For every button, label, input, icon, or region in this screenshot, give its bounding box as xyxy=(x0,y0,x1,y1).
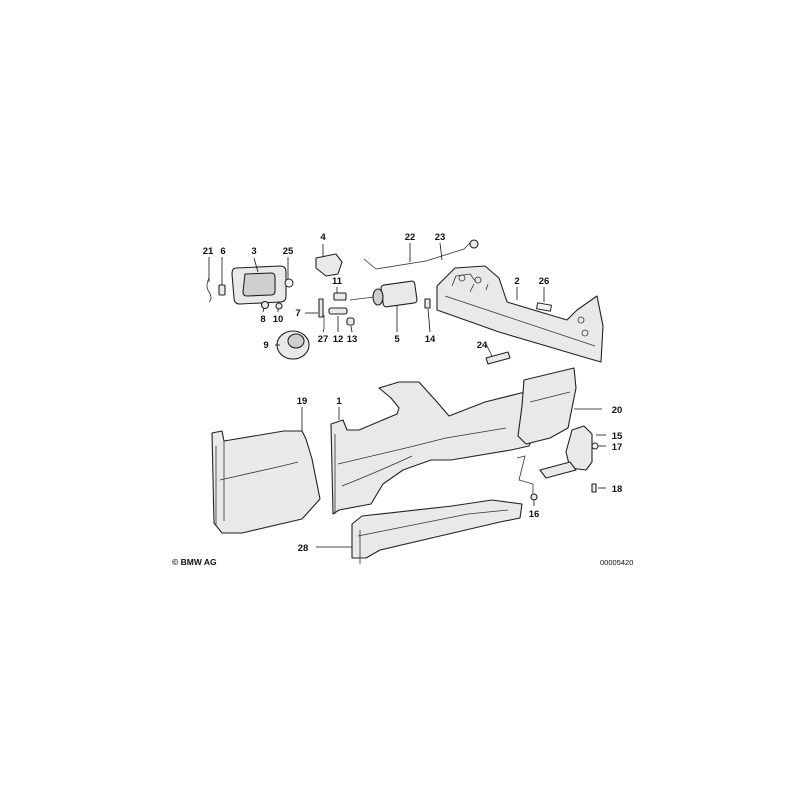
callout-6: 6 xyxy=(220,246,225,257)
fuel-filler-hardware-group xyxy=(206,239,479,360)
part-15-bracket xyxy=(565,425,593,471)
part-16-wire xyxy=(516,455,534,500)
callout-2: 2 xyxy=(514,276,519,287)
part-28-sill-trim xyxy=(351,499,523,564)
callout-21: 21 xyxy=(203,246,214,257)
callout-14: 14 xyxy=(425,334,436,345)
callout-7: 7 xyxy=(295,308,300,319)
part-4-latch xyxy=(315,253,343,277)
callout-20: 20 xyxy=(612,405,623,416)
copyright-label: © BMW AG xyxy=(172,557,217,567)
part-10-nut xyxy=(275,302,283,310)
callout-12: 12 xyxy=(333,334,344,345)
part-13-grommet xyxy=(346,317,355,326)
part-8-nut xyxy=(260,300,270,310)
callout-labels: 21 6 3 25 4 22 23 11 2 26 7 8 10 27 12 1… xyxy=(203,232,623,554)
part-12-bushing xyxy=(328,307,348,315)
part-5-actuator xyxy=(380,280,418,308)
diagram-reference-number: 00005420 xyxy=(600,558,633,567)
part-9-rubber-boot-inner xyxy=(287,333,305,349)
part-16-plug xyxy=(530,493,538,501)
part-23-cable-knob xyxy=(469,239,479,249)
part-20-corner-panel xyxy=(517,367,577,445)
part-5-actuator-end xyxy=(372,288,384,306)
part-21-clip xyxy=(206,277,212,303)
callout-26: 26 xyxy=(539,276,550,287)
callout-11: 11 xyxy=(332,276,343,287)
part-25-cap xyxy=(284,278,294,288)
callout-10: 10 xyxy=(273,314,284,325)
part-17-clip xyxy=(591,442,599,450)
callout-13: 13 xyxy=(347,334,358,345)
part-18-screw xyxy=(591,483,597,493)
part-22-cable xyxy=(363,242,471,270)
callout-1: 1 xyxy=(336,396,342,407)
callout-25: 25 xyxy=(283,246,294,257)
part-19-side-panel xyxy=(211,430,321,534)
callout-28: 28 xyxy=(298,543,309,554)
part-11-pin xyxy=(333,292,347,301)
part-3-flap-inner xyxy=(242,272,276,297)
part-26-pad xyxy=(536,302,552,312)
callout-8: 8 xyxy=(260,314,265,325)
part-1-quarter-panel xyxy=(330,381,546,515)
callout-5: 5 xyxy=(394,334,400,345)
part-7-bracket xyxy=(318,298,324,318)
callout-3: 3 xyxy=(251,246,256,257)
callout-24: 24 xyxy=(477,340,488,351)
callout-27: 27 xyxy=(318,334,329,345)
part-14-screw xyxy=(424,298,431,309)
part-2-inner-panel xyxy=(436,265,604,363)
callout-19: 19 xyxy=(297,396,308,407)
callout-15: 15 xyxy=(612,431,623,442)
callout-17: 17 xyxy=(612,442,623,453)
callout-9: 9 xyxy=(263,340,268,351)
callout-22: 22 xyxy=(405,232,416,243)
callout-18: 18 xyxy=(612,484,623,495)
callout-4: 4 xyxy=(320,232,326,243)
callout-16: 16 xyxy=(529,509,540,520)
part-6-bolt xyxy=(218,284,226,296)
callout-23: 23 xyxy=(435,232,446,243)
leader-lines xyxy=(208,242,606,548)
part-24-bracket xyxy=(485,351,511,365)
part-15-bracket-tab xyxy=(539,461,577,479)
